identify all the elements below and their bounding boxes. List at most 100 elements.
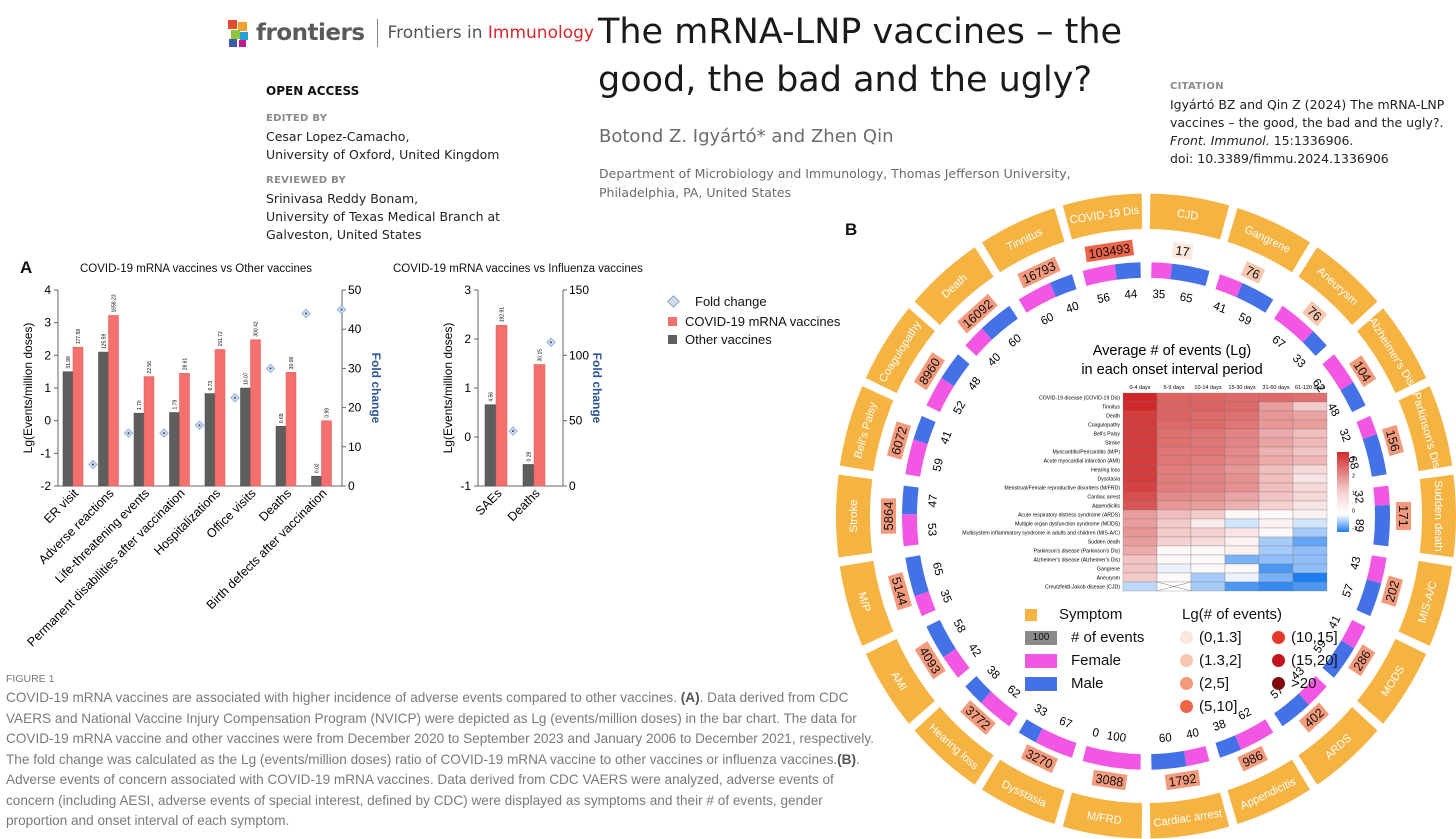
event-count-badge: 5144 [887, 571, 912, 611]
event-count-bg [1349, 355, 1377, 388]
event-count: 76 [1244, 263, 1263, 283]
female-proportion-arc [943, 648, 970, 678]
y-tick-label: -1 [460, 479, 471, 493]
heatmap-cell [1258, 509, 1294, 520]
male-proportion-arc [902, 485, 919, 515]
bar-value-label: 30.08 [289, 357, 295, 370]
female-percent: 32 [1337, 427, 1354, 444]
covid-vaccine-bar [495, 325, 508, 487]
heatmap-cell [1292, 554, 1328, 565]
symptom-arc [982, 207, 1065, 273]
fold-change-dot [92, 463, 94, 466]
heatmap-cell [1258, 428, 1294, 439]
citation-body: Igyártó BZ and Qin Z (2024) The mRNA-LNP… [1170, 97, 1445, 130]
symptom-arc [1398, 386, 1453, 472]
fold-change-dot [269, 367, 272, 370]
journal-prefix: Frontiers in [387, 23, 488, 43]
legend-swatch [1025, 676, 1057, 691]
heatmap-cell [1190, 473, 1226, 484]
heatmap-cell [1292, 473, 1328, 484]
citation-journal: Front. Immunol. [1170, 133, 1270, 148]
heatmap-row-label: Tinnitus [1102, 405, 1120, 411]
heatmap-cell [1122, 428, 1158, 439]
bucket-label: (10,15] [1291, 629, 1338, 646]
fold-change-dot [198, 424, 201, 427]
caption-ref-b: (B) [837, 751, 857, 767]
bar-value-label: 10.07 [244, 372, 250, 385]
figure-caption: FIGURE 1 COVID-19 mRNA vaccines are asso… [6, 672, 876, 832]
bucket-dot-icon [1180, 654, 1193, 667]
male-percent: 60 [1158, 731, 1172, 745]
heatmap-cell [1258, 500, 1294, 511]
other-vaccine-bar [240, 387, 251, 487]
colorbar-tick-label: 3 [1352, 456, 1355, 462]
heatmap-cell [1122, 473, 1158, 484]
bar-value-label: 6.73 [208, 381, 214, 391]
heatmap-cell [1292, 410, 1328, 421]
symptom-arc [1062, 193, 1143, 240]
heatmap-cell [1156, 437, 1192, 448]
event-count-bg [1381, 575, 1404, 607]
heatmap-cell [1224, 482, 1260, 493]
bar-value-label: 30.15 [538, 349, 544, 362]
female-percent: 62 [1310, 376, 1328, 395]
heatmap-cell [1258, 527, 1294, 538]
heatmap-cell [1292, 509, 1328, 520]
symptom-arc [836, 474, 873, 558]
heatmap-column-label: 0-4 days [1129, 385, 1150, 391]
bar-value-label: 192.91 [500, 307, 506, 323]
heatmap-cell [1258, 572, 1294, 583]
brand-name: frontiers [256, 20, 365, 46]
chart-title: COVID-19 mRNA vaccines vs Influenza vacc… [393, 263, 643, 275]
female-proportion-arc [1356, 415, 1377, 440]
female-proportion-arc [1018, 282, 1056, 313]
other-vaccine-bar [522, 464, 535, 487]
heatmap-cell [1292, 482, 1328, 493]
event-count-bg [1020, 744, 1059, 774]
female-proportion-arc [1184, 745, 1210, 767]
reviewed-by-label: REVIEWED BY [266, 175, 347, 186]
heatmap-row-label: Stroke [1105, 441, 1120, 447]
legend-label: Male [1071, 675, 1104, 692]
heatmap-cell [1122, 572, 1158, 583]
heatmap-row-label: Multiple organ dysfunction syndrome (MOD… [1015, 522, 1120, 528]
female-percent: 41 [1212, 299, 1228, 316]
female-percent: 67 [1270, 333, 1288, 352]
female-proportion-arc [914, 591, 936, 617]
y2-tick-label: 50 [348, 283, 362, 297]
legend-item-other: Other vaccines [668, 329, 840, 349]
male-proportion-arc [1151, 750, 1187, 770]
heatmap-cell [1224, 392, 1260, 403]
heatmap-cell [1156, 482, 1192, 493]
heatmap-row-label: Cardiac arrest [1087, 495, 1120, 501]
journal-subject: Immunology [487, 23, 594, 43]
citation-doi[interactable]: doi: 10.3389/fimmu.2024.1336906 [1170, 151, 1389, 166]
bucket-dot-icon [1272, 631, 1285, 644]
editor-name: Cesar Lopez-Camacho, [266, 129, 410, 144]
event-count-bg [887, 571, 912, 611]
heatmap-cell [1190, 527, 1226, 538]
heatmap-cell [1224, 554, 1260, 565]
symptom-arc [1357, 308, 1427, 394]
heatmap-row-label: Aneurysm [1097, 576, 1120, 582]
heatmap-cell [1224, 401, 1260, 412]
heatmap-row-label: COVID-19 disease (COVID-19 Dis) [1039, 396, 1120, 402]
heatmap-cell [1190, 572, 1226, 583]
y2-tick-label: 0 [569, 479, 576, 493]
female-proportion-arc [1235, 719, 1274, 750]
female-percent: 43 [1348, 555, 1363, 571]
journal-logo[interactable]: frontiers Frontiers in Immunology [226, 16, 594, 50]
heatmap-cell [1122, 401, 1158, 412]
heatmap-cell [1190, 455, 1226, 466]
male-proportion-arc [1215, 735, 1241, 758]
event-count: 17 [1175, 242, 1191, 259]
heatmap-cell [1190, 536, 1226, 547]
bar-chart: COVID-19 mRNA vaccines vs Other vaccines… [21, 263, 383, 649]
